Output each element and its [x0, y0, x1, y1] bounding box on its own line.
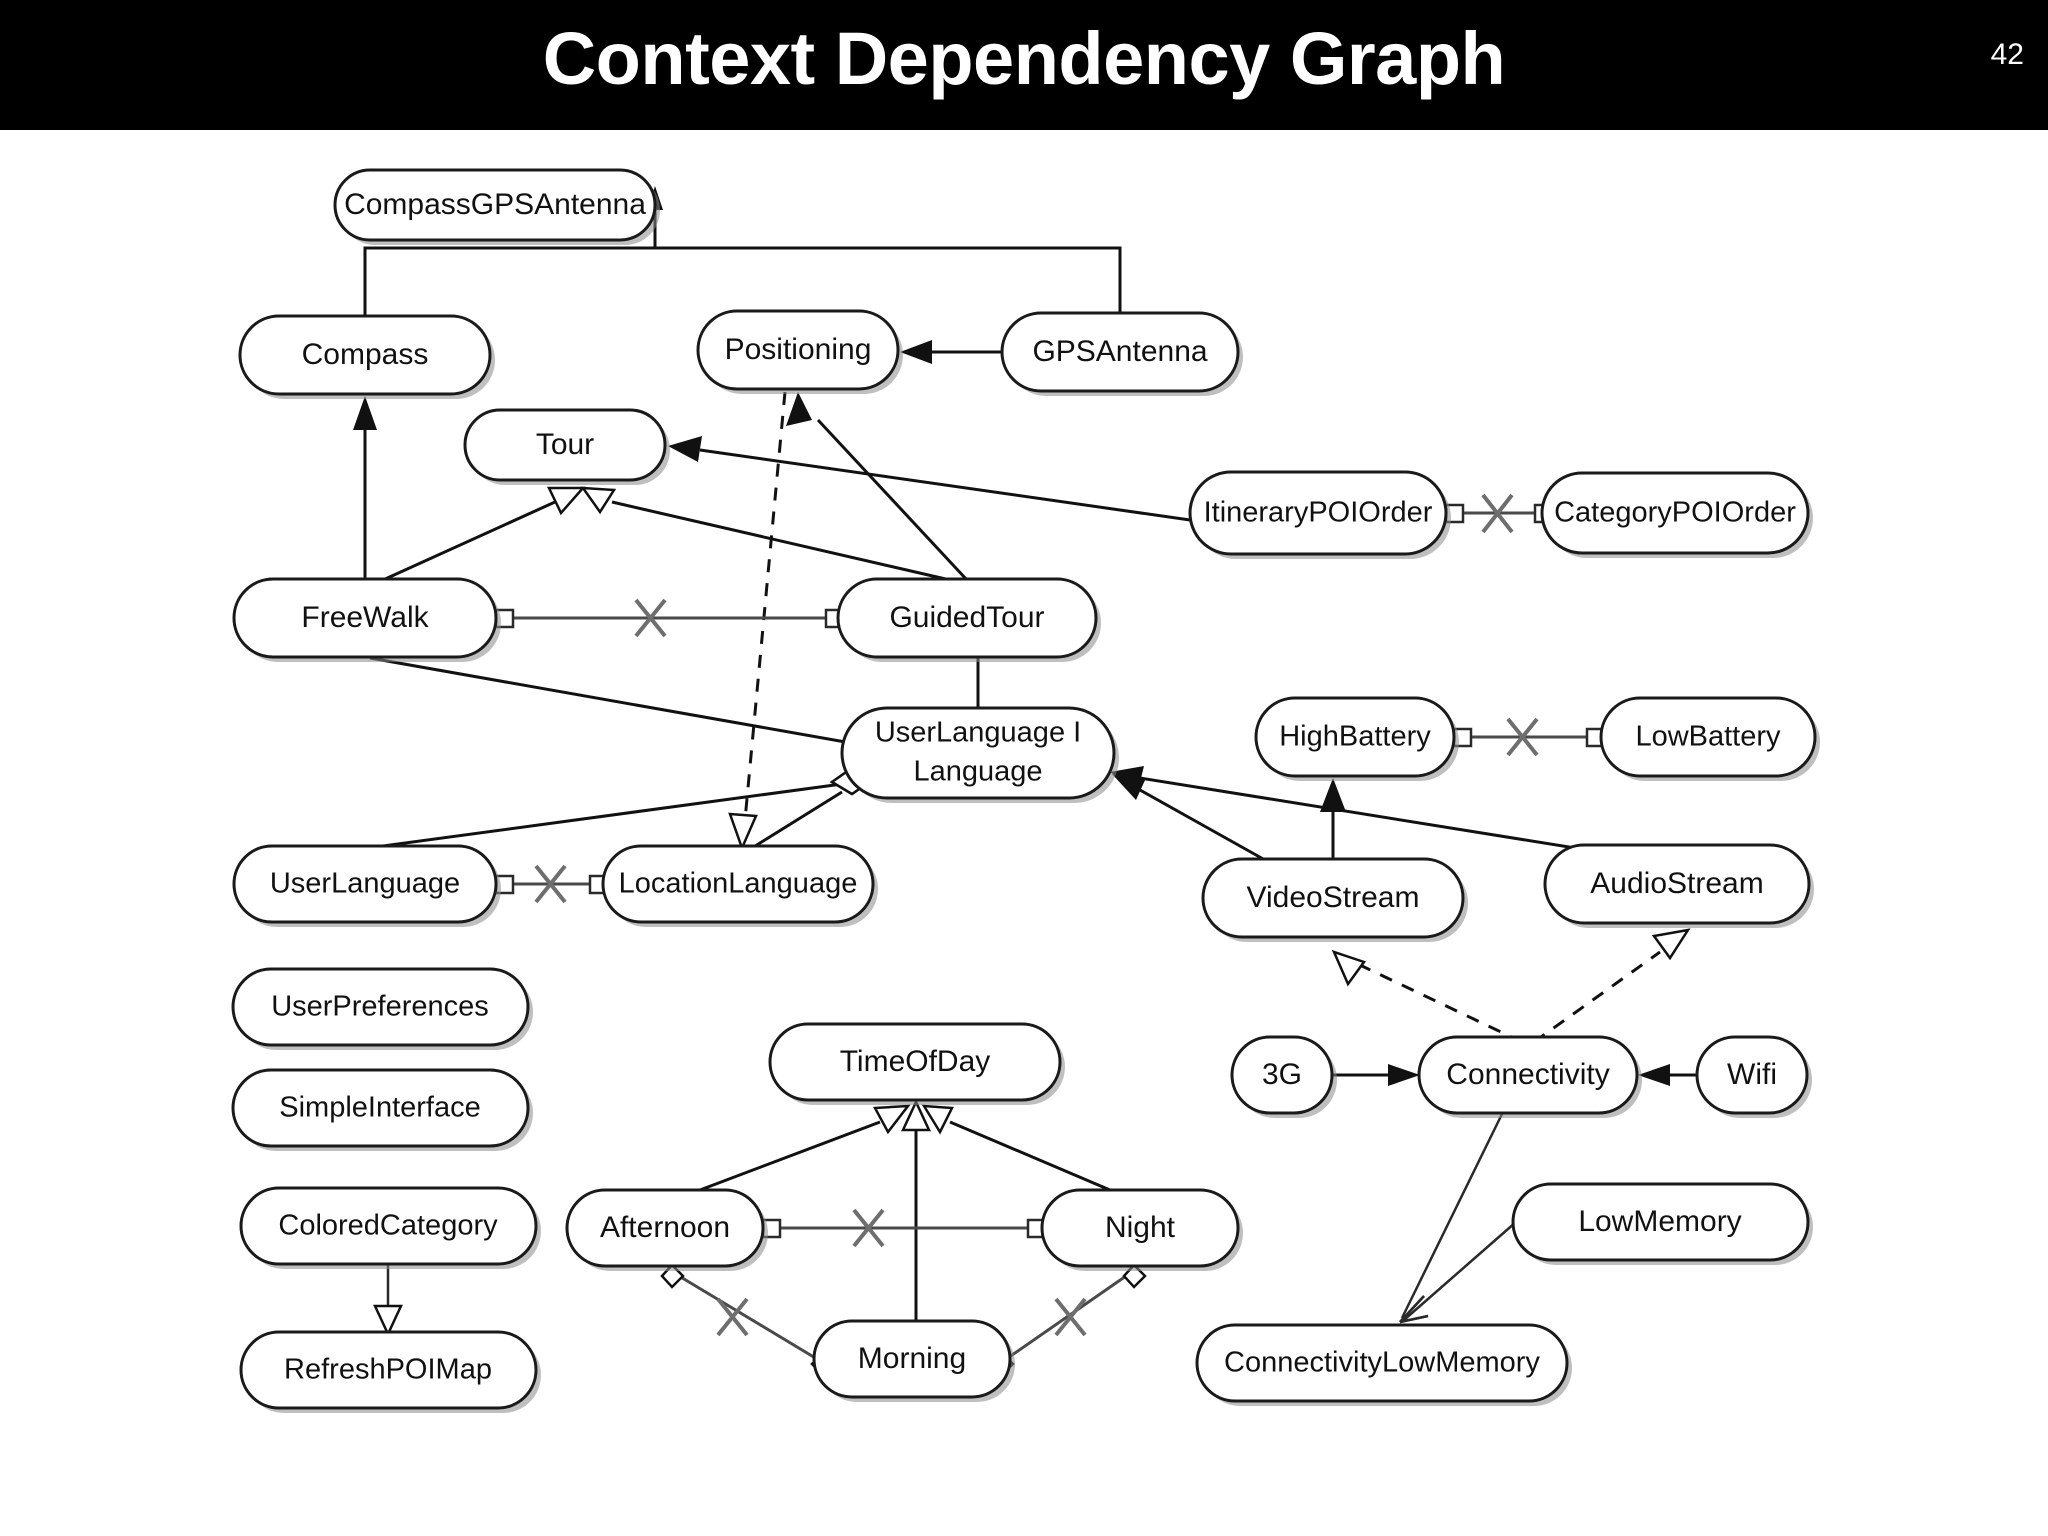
node-wifi[interactable]: Wifi	[1695, 1035, 1812, 1118]
node-compass[interactable]: Compass	[238, 314, 495, 399]
edge-morning-timeofday	[901, 1099, 931, 1321]
node-connectivitylowmemory[interactable]: ConnectivityLowMemory	[1195, 1323, 1572, 1406]
title-bar: Context Dependency Graph 42	[0, 0, 2048, 130]
node-label: CategoryPOIOrder	[1554, 497, 1796, 529]
edge-wifi-connectivity	[1638, 1064, 1697, 1086]
node-coloredcategory[interactable]: ColoredCategory	[239, 1186, 541, 1269]
edge-connectivity-connectivitylowmemory	[1399, 1113, 1504, 1324]
node-label: VideoStream	[1247, 881, 1420, 914]
edge-guidedtour-tour	[580, 486, 951, 582]
node-label: UserPreferences	[271, 991, 489, 1023]
node-morning[interactable]: Morning	[812, 1319, 1015, 1402]
edge-freewalk-compass	[353, 396, 377, 580]
node-label: CompassGPSAntenna	[344, 188, 646, 221]
node-lowbattery[interactable]: LowBattery	[1599, 696, 1820, 781]
edge-3g-connectivity	[1332, 1064, 1420, 1086]
edge-videostream-highbattery	[1320, 778, 1346, 860]
edge-itinerarypoiorder-tour	[668, 436, 1191, 522]
page-title: Context Dependency Graph	[542, 17, 1506, 100]
edge-guidedtour-positioning	[786, 392, 969, 582]
mutex-freewalk-guidedtour	[494, 598, 845, 638]
node-userpreferences[interactable]: UserPreferences	[231, 967, 533, 1050]
node-label: Compass	[302, 338, 429, 371]
node-freewalk[interactable]: FreeWalk	[232, 577, 501, 662]
node-label: Wifi	[1727, 1058, 1777, 1091]
edge-connectivity-audiostream	[1533, 928, 1691, 1044]
node-label: RefreshPOIMap	[284, 1354, 492, 1386]
mutex-afternoon-night	[761, 1208, 1047, 1248]
diagram-canvas: CompassGPSAntenna Compass Positioning GP…	[0, 130, 2048, 1536]
node-label: AudioStream	[1590, 867, 1763, 900]
edge-freewalk-userlanguage	[369, 656, 898, 760]
node-locationlanguage[interactable]: LocationLanguage	[601, 844, 878, 927]
node-label: 3G	[1262, 1058, 1302, 1091]
node-label: Tour	[536, 428, 594, 461]
node-tour[interactable]: Tour	[463, 408, 670, 485]
node-label: Morning	[858, 1342, 966, 1375]
node-label: LowBattery	[1635, 721, 1781, 753]
node-label-line1: UserLanguage I	[875, 717, 1081, 749]
edge-positioning-locationlanguage	[728, 391, 787, 852]
node-label: ConnectivityLowMemory	[1224, 1347, 1540, 1379]
node-connectivity[interactable]: Connectivity	[1417, 1035, 1642, 1118]
node-label-line2: Language	[913, 756, 1042, 788]
node-label: LocationLanguage	[619, 868, 858, 900]
context-dependency-graph-svg: CompassGPSAntenna Compass Positioning GP…	[231, 168, 1820, 1413]
slide-number: 42	[1990, 38, 2024, 71]
node-userlanguage[interactable]: UserLanguage	[232, 844, 501, 927]
node-label: FreeWalk	[301, 601, 429, 634]
node-afternoon[interactable]: Afternoon	[565, 1188, 768, 1271]
edge-userlanguage-userlanguagelanguage	[367, 766, 875, 850]
node-3g[interactable]: 3G	[1230, 1035, 1337, 1118]
node-refreshpoimap[interactable]: RefreshPOIMap	[239, 1330, 541, 1413]
edge-lowmemory-connectivitylowmemory	[1399, 1221, 1517, 1324]
node-audiostream[interactable]: AudioStream	[1543, 843, 1814, 928]
edge-freewalk-tour	[382, 486, 586, 582]
node-label: Night	[1105, 1211, 1176, 1244]
mutex-highbattery-lowbattery	[1452, 717, 1606, 757]
edge-coloredcategory-refreshpoimap	[373, 1264, 403, 1337]
node-label: Positioning	[725, 333, 872, 366]
edge-videostream-userlanguagelanguage	[1112, 774, 1266, 862]
node-videostream[interactable]: VideoStream	[1201, 857, 1468, 942]
edge-night-timeofday	[921, 1104, 1111, 1192]
node-timeofday[interactable]: TimeOfDay	[768, 1022, 1065, 1105]
mutex-night-morning	[990, 1263, 1147, 1376]
mutex-afternoon-morning	[660, 1263, 835, 1376]
node-label: GuidedTour	[889, 601, 1044, 634]
node-guidedtour[interactable]: GuidedTour	[836, 577, 1101, 662]
node-label: LowMemory	[1578, 1205, 1741, 1238]
node-userlanguage-language[interactable]: UserLanguage I Language	[840, 706, 1119, 803]
node-simpleinterface[interactable]: SimpleInterface	[231, 1068, 533, 1151]
mutex-userlanguage-locationlanguage	[494, 864, 609, 904]
node-label: TimeOfDay	[840, 1045, 991, 1078]
node-label: HighBattery	[1279, 721, 1431, 753]
node-label: SimpleInterface	[279, 1092, 481, 1124]
node-label: UserLanguage	[270, 868, 460, 900]
node-itinerarypoiorder[interactable]: ItineraryPOIOrder	[1188, 470, 1451, 559]
node-label: ItineraryPOIOrder	[1204, 497, 1433, 529]
node-highbattery[interactable]: HighBattery	[1254, 696, 1459, 781]
node-gpsantenna[interactable]: GPSAntenna	[1000, 311, 1243, 396]
node-layer: CompassGPSAntenna Compass Positioning GP…	[231, 168, 1820, 1413]
node-night[interactable]: Night	[1040, 1188, 1243, 1271]
node-positioning[interactable]: Positioning	[696, 309, 903, 394]
node-label: GPSAntenna	[1032, 335, 1207, 368]
edge-gpsantenna-positioning	[900, 340, 1002, 364]
mutex-itinerary-category	[1444, 493, 1554, 534]
edge-connectivity-videostream	[1331, 949, 1523, 1044]
node-categorypoiorder[interactable]: CategoryPOIOrder	[1540, 471, 1813, 558]
node-lowmemory[interactable]: LowMemory	[1511, 1182, 1813, 1265]
node-label: Connectivity	[1446, 1058, 1609, 1091]
node-label: Afternoon	[600, 1211, 730, 1244]
node-compassgpsantenna[interactable]: CompassGPSAntenna	[333, 168, 660, 245]
edge-afternoon-timeofday	[699, 1104, 911, 1192]
node-label: ColoredCategory	[278, 1210, 498, 1242]
